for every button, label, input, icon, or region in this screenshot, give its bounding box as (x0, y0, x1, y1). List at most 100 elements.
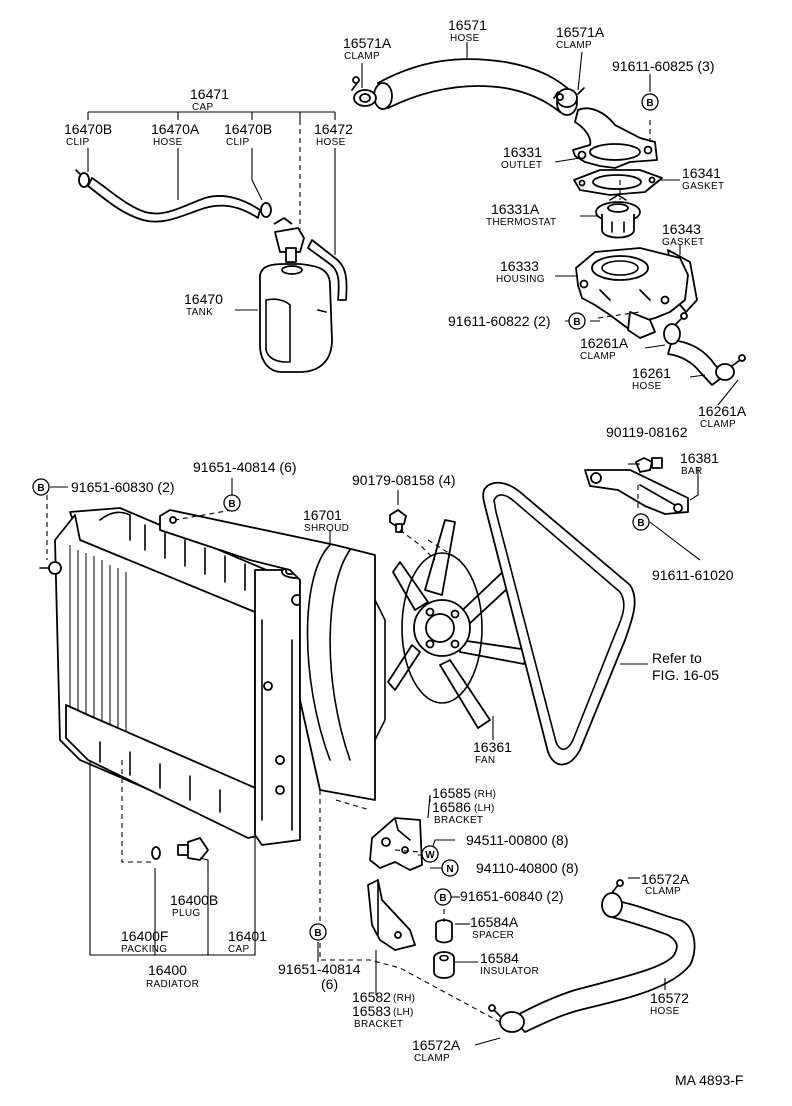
reservoir-cap-16471 (273, 217, 305, 263)
label-16583-suffix: (LH) (393, 1007, 414, 1018)
svg-text:B: B (573, 317, 580, 328)
label-91651-40814-top: 91651-40814 (6) (193, 459, 297, 475)
label-16470B-right-num: 16470B (224, 121, 272, 137)
label-16472-num: 16472 (314, 121, 353, 137)
label-16331A-name: THERMOSTAT (486, 217, 556, 228)
label-16331A-num: 16331A (491, 201, 540, 217)
label-16584A-name: SPACER (472, 930, 514, 941)
hose-clamp-16571A-right (553, 87, 585, 108)
label-91611-61020: 91611-61020 (652, 567, 734, 583)
label-94110: 94110-40800 (8) (476, 860, 578, 876)
label-16400F-name: PACKING (121, 944, 167, 955)
washer-badge-w-94511: W (421, 845, 439, 863)
label-16470-name: TANK (186, 307, 213, 318)
footer-code: MA 4893-F (675, 1072, 743, 1088)
bolt-badge-b-91651-40814-bottom: B (309, 923, 327, 941)
label-16400F-num: 16400F (121, 928, 168, 944)
label-16584-name: INSULATOR (480, 966, 539, 977)
label-16571A-right-name: CLAMP (556, 40, 592, 51)
label-16470B-right-name: CLIP (226, 137, 249, 148)
label-16261A-b-num: 16261A (698, 403, 747, 419)
label-16571A-left-num: 16571A (343, 35, 392, 51)
label-16400-name: RADIATOR (146, 979, 199, 990)
label-16341-num: 16341 (682, 165, 721, 181)
label-16572A-top-num: 16572A (641, 871, 690, 887)
label-16582-num: 16582 (352, 989, 391, 1005)
bolt-90119-08162 (635, 457, 663, 473)
fan-bolt-90179 (389, 509, 407, 533)
label-16341-name: GASKET (682, 181, 724, 192)
leader-lines (50, 42, 739, 1046)
label-16701-num: 16701 (303, 507, 342, 523)
thermostat-16331A (595, 194, 641, 239)
label-16261A-b-name: CLAMP (700, 419, 736, 430)
gasket-16341 (573, 169, 663, 196)
thermostat-housing-16333 (575, 247, 689, 339)
assembly-dashed-lines (46, 120, 651, 1023)
label-16471-name: CAP (192, 102, 213, 113)
label-16333-name: HOUSING (496, 274, 545, 285)
label-16361-num: 16361 (473, 739, 512, 755)
hose-clamp-16572A-bottom (488, 1004, 525, 1033)
label-91651-40814-bottom: 91651-40814 (278, 961, 361, 977)
label-94511: 94511-00800 (8) (466, 832, 568, 848)
label-16572A-bottom-name: CLAMP (414, 1053, 450, 1064)
bolt-badge-b-91611-60825: B (641, 93, 659, 111)
label-16343-name: GASKET (662, 237, 704, 248)
label-16470A-num: 16470A (151, 121, 200, 137)
label-16585-suffix: (RH) (474, 789, 496, 800)
svg-text:B: B (228, 499, 235, 510)
label-91651-40814-bottom-qty: (6) (321, 976, 338, 992)
label-16381-num: 16381 (680, 450, 719, 466)
fan-belt (482, 481, 636, 766)
label-refer-fig: FIG. 16-05 (652, 667, 719, 683)
label-90179: 90179-08158 (4) (352, 472, 456, 488)
label-16333-num: 16333 (500, 258, 539, 274)
label-16400B-name: PLUG (172, 908, 200, 919)
bolt-badge-b-91611-61020: B (632, 513, 650, 531)
label-16400-num: 16400 (148, 962, 187, 978)
label-91651-60830: 91651-60830 (2) (71, 479, 175, 495)
radiator-drain-plug-16400B (177, 837, 209, 861)
label-16586-name: BRACKET (434, 815, 483, 826)
label-16583-name: BRACKET (354, 1019, 403, 1030)
label-16572-num: 16572 (650, 990, 689, 1006)
spacer-16584A (435, 919, 453, 944)
label-16701-name: SHROUD (304, 523, 349, 534)
hose-clamp-16571A-left (351, 76, 377, 107)
label-16586-suffix: (LH) (474, 803, 495, 814)
bolt-badge-b-91651-40814-top: B (223, 494, 241, 512)
nut-badge-n-94110: N (441, 859, 459, 877)
label-16471-num: 16471 (190, 86, 229, 102)
label-16582-suffix: (RH) (393, 993, 415, 1004)
svg-text:B: B (637, 518, 644, 529)
label-16261-name: HOSE (632, 381, 662, 392)
label-91611-60825: 91611-60825 (3) (612, 58, 714, 74)
radiator-bracket-16585-16586 (369, 817, 423, 871)
label-16470-num: 16470 (184, 291, 223, 307)
bolt-badge-b-91611-60822: B (568, 312, 586, 330)
svg-text:N: N (446, 864, 453, 875)
hose-clamp-16572A-top (601, 879, 624, 918)
hose-clamp-16261A-upper (663, 312, 688, 345)
label-16571A-right-num: 16571A (556, 24, 605, 40)
label-16584-num: 16584 (480, 950, 519, 966)
radiator-bracket-16582-16583 (367, 879, 416, 951)
label-refer-to: Refer to (652, 650, 702, 666)
label-16470B-left-num: 16470B (64, 121, 112, 137)
svg-text:B: B (314, 928, 321, 939)
label-16470A-name: HOSE (153, 137, 183, 148)
label-16343-num: 16343 (662, 221, 701, 237)
upper-hose-16571 (373, 58, 578, 116)
label-16261A-a-name: CLAMP (580, 351, 616, 362)
svg-text:B: B (37, 483, 44, 494)
svg-text:B: B (646, 98, 653, 109)
label-16381-name: BAR (681, 466, 702, 477)
label-16571-name: HOSE (450, 33, 480, 44)
bolt-badge-b-91651-60840: B (434, 888, 452, 906)
hose-clip-16470B-right (260, 202, 272, 218)
radiator-drain-packing-16400F (151, 846, 161, 860)
label-16331-num: 16331 (503, 144, 542, 160)
adjusting-bar-16381 (584, 469, 689, 515)
